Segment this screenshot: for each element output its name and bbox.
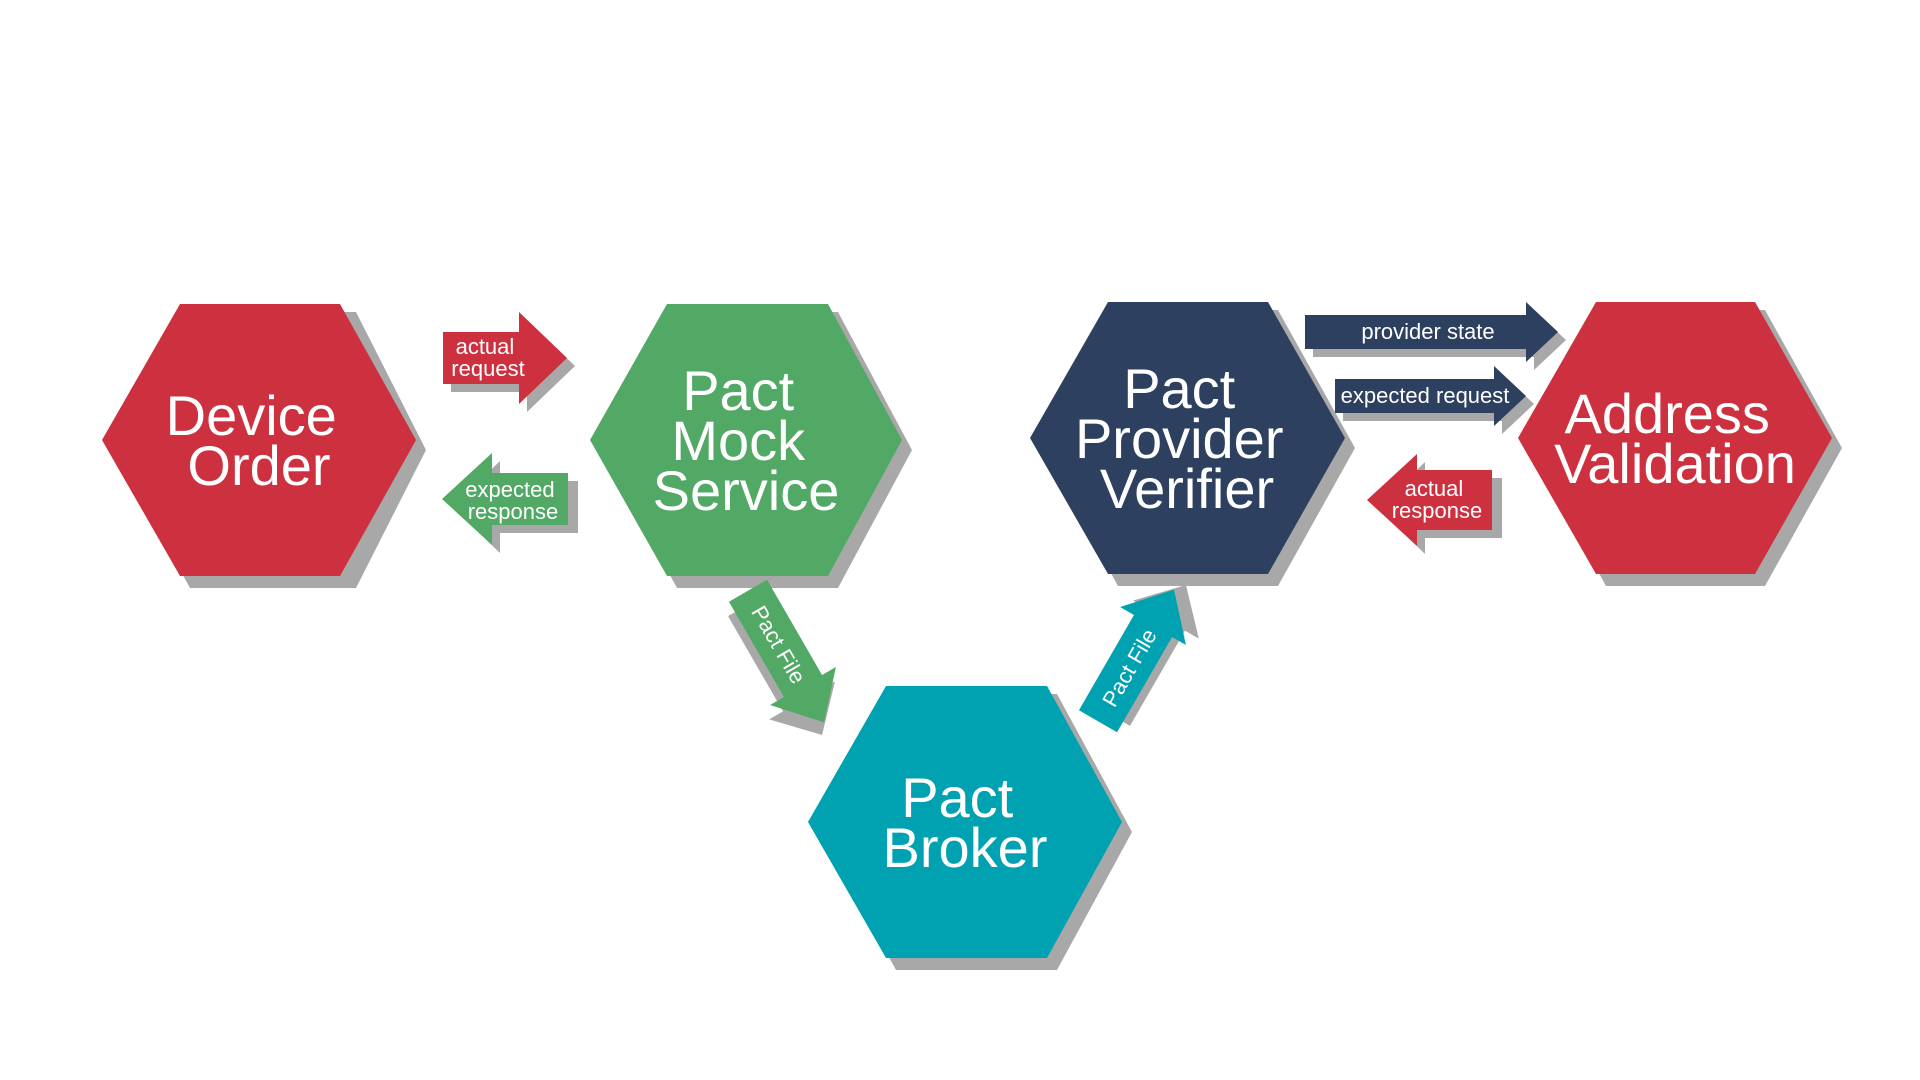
arrow-expected-response-label: expected response: [465, 477, 560, 524]
node-pact-mock-service-hex: [590, 304, 902, 576]
node-pact-broker-hex: [808, 686, 1122, 958]
node-pact-provider-verifier-hex: [1030, 302, 1345, 574]
arrow-actual-response-line2: response: [1392, 498, 1483, 523]
arrow-pact-file-up-body: [1078, 589, 1186, 733]
node-pact-provider-verifier-line2: Provider: [1075, 407, 1284, 470]
node-pact-provider-verifier: Pact Provider Verifier: [1030, 302, 1355, 586]
node-address-validation-line1: Address: [1565, 382, 1770, 445]
node-pact-provider-verifier-line3: Verifier: [1100, 457, 1274, 520]
node-address-validation-hex: [1518, 302, 1832, 574]
arrow-actual-request-body: [443, 312, 567, 404]
arrow-pact-file-down-body: [728, 579, 836, 723]
arrow-actual-request-label: actual request: [451, 334, 524, 381]
node-device-order-line2: Order: [187, 434, 330, 497]
arrow-expected-response: expected response: [442, 453, 578, 553]
arrow-expected-response-line1: expected: [465, 477, 554, 502]
arrow-expected-response-body: [442, 453, 568, 545]
node-device-order-label: Device Order: [166, 384, 353, 497]
node-pact-mock-service-line2: Mock: [671, 409, 806, 472]
node-device-order: Device Order: [102, 304, 426, 588]
node-pact-broker-line1: Pact: [901, 766, 1013, 829]
arrow-actual-request: actual request: [443, 312, 575, 412]
node-pact-broker-label: Pact Broker: [883, 766, 1048, 879]
node-pact-mock-service-label: Pact Mock Service: [653, 359, 840, 522]
node-pact-broker: Pact Broker: [808, 686, 1132, 970]
arrow-actual-request-line2: request: [451, 356, 524, 381]
node-address-validation-line2: Validation: [1554, 432, 1796, 495]
node-pact-provider-verifier-label: Pact Provider Verifier: [1075, 357, 1299, 520]
node-pact-mock-service: Pact Mock Service: [590, 304, 912, 588]
arrow-expected-response-line2: response: [468, 499, 559, 524]
arrow-provider-state: provider state: [1305, 302, 1566, 370]
node-pact-provider-verifier-line1: Pact: [1123, 357, 1235, 420]
arrow-actual-response: actual response: [1367, 454, 1502, 554]
node-address-validation: Address Validation: [1518, 302, 1842, 586]
node-pact-mock-service-line1: Pact: [682, 359, 794, 422]
arrow-expected-request-body: [1335, 366, 1526, 426]
arrow-actual-response-line1: actual: [1405, 476, 1464, 501]
arrow-pact-file-down: Pact File: [728, 579, 836, 736]
arrow-actual-request-line1: actual: [456, 334, 515, 359]
arrow-actual-response-body: [1367, 454, 1492, 546]
arrow-provider-state-body: [1305, 302, 1558, 362]
arrow-expected-request-label: expected request: [1341, 383, 1510, 408]
node-address-validation-label: Address Validation: [1554, 382, 1796, 495]
arrow-pact-file-up: Pact File: [1078, 584, 1199, 733]
arrow-actual-response-label: actual response: [1392, 476, 1483, 523]
node-pact-broker-line2: Broker: [883, 816, 1048, 879]
arrow-expected-request: expected request: [1335, 366, 1534, 434]
node-device-order-line1: Device: [166, 384, 337, 447]
node-pact-mock-service-line3: Service: [653, 459, 840, 522]
node-device-order-hex: [102, 304, 416, 576]
arrow-provider-state-label: provider state: [1361, 319, 1494, 344]
